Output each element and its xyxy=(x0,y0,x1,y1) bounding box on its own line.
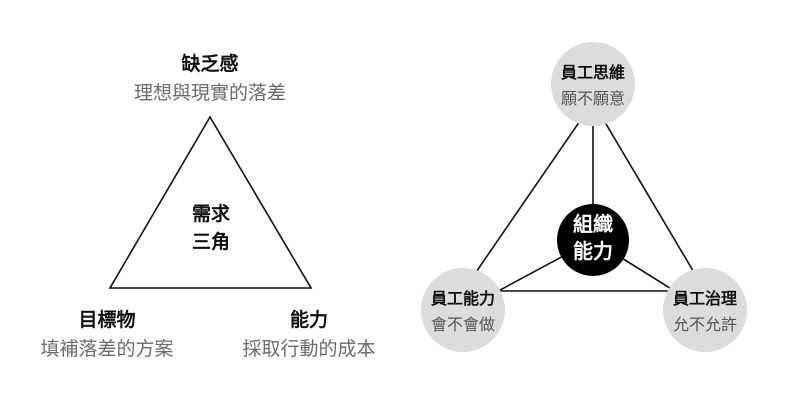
circle-employee-mindset xyxy=(551,42,635,126)
mindset-subtitle: 願不願意 xyxy=(560,89,626,108)
org-capability-line2: 能力 xyxy=(573,239,613,263)
need-top-subtitle: 理想與現實的落差 xyxy=(133,82,287,104)
capability-triangle xyxy=(461,100,707,292)
governance-subtitle: 允不允許 xyxy=(672,315,738,334)
need-center-line1: 需求 xyxy=(191,203,231,225)
org-capability-line1: 組織 xyxy=(573,212,613,236)
need-triangle xyxy=(108,115,313,289)
need-bottom-right-subtitle: 採取行動的成本 xyxy=(242,338,376,360)
governance-title: 員工治理 xyxy=(672,289,738,308)
circle-employee-ability xyxy=(421,268,505,352)
need-center-line2: 三角 xyxy=(191,231,231,253)
circle-org-capability xyxy=(557,204,629,276)
need-bottom-left-title: 目標物 xyxy=(78,309,136,331)
ability-subtitle: 會不會做 xyxy=(430,315,496,334)
mindset-title: 員工思維 xyxy=(560,63,626,82)
circle-employee-governance xyxy=(663,268,747,352)
ability-title: 員工能力 xyxy=(430,289,496,308)
need-bottom-left-subtitle: 填補落差的方案 xyxy=(40,338,174,360)
need-bottom-right-title: 能力 xyxy=(289,309,329,331)
need-top-title: 缺乏感 xyxy=(181,53,239,75)
